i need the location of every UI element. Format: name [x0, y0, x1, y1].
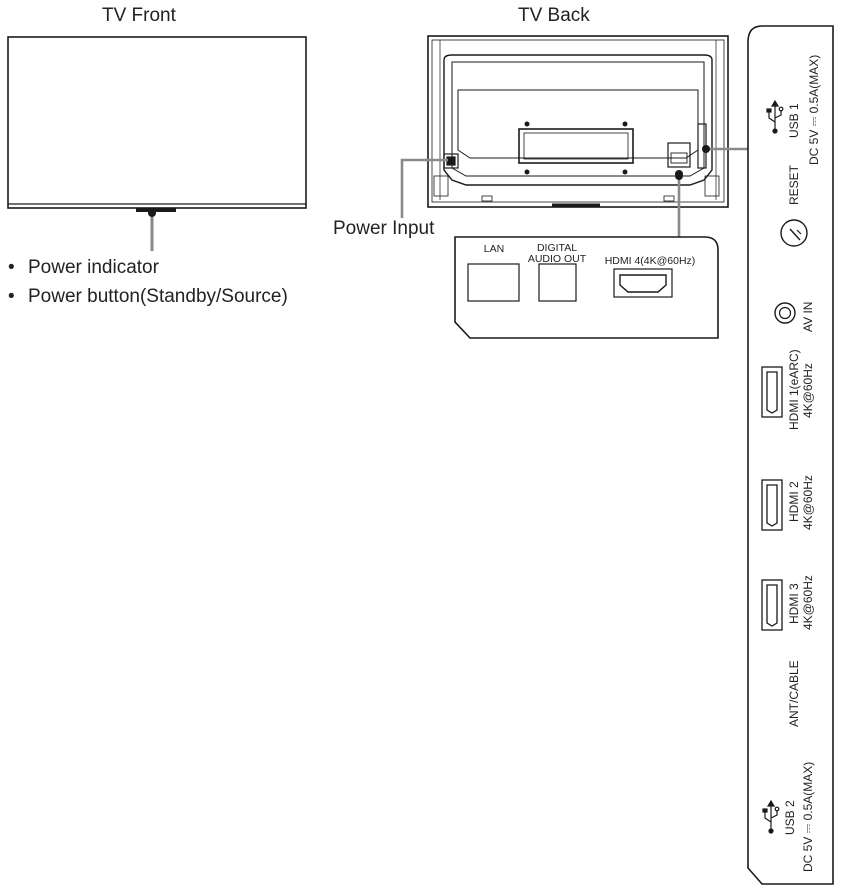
- hdmi2-label: HDMI 2: [787, 481, 801, 522]
- usb1-rating: DC 5V ⎓ 0.5A(MAX): [807, 55, 821, 165]
- tv-front-drawing: [7, 36, 307, 251]
- power-input-callout: [400, 158, 448, 218]
- wall-mount-block: [518, 128, 634, 164]
- side-port-panel: USB 1 DC 5V ⎓ 0.5A(MAX) RESET AV IN HDMI…: [747, 25, 834, 885]
- hdmi1-label: HDMI 1(eARC): [787, 349, 801, 430]
- hdmi2-spec: 4K@60Hz: [801, 475, 815, 530]
- tv-front-title: TV Front: [102, 5, 176, 26]
- hdmi2-port: [761, 479, 783, 531]
- rear-port-cluster: [667, 142, 691, 168]
- hdmi4-label: HDMI 4(4K@60Hz): [605, 255, 696, 267]
- rear-ports-inset: LAN DIGITAL AUDIO OUT HDMI 4(4K@60Hz): [454, 236, 719, 339]
- power-button-label: Power button(Standby/Source): [8, 282, 288, 311]
- hdmi3-spec: 4K@60Hz: [801, 575, 815, 630]
- digital-audio-out-port: [538, 263, 577, 302]
- lan-label: LAN: [484, 243, 504, 255]
- hdmi1-port: [761, 366, 783, 418]
- front-control-bar: [136, 208, 176, 212]
- hdmi4-port: [619, 274, 667, 293]
- lan-port: [467, 263, 520, 302]
- usb2-label: USB 2: [783, 800, 797, 835]
- hdmi3-port: [761, 579, 783, 631]
- tv-back-frame: [427, 35, 729, 208]
- reset-label: RESET: [787, 164, 801, 205]
- usb2-rating: DC 5V ⎓ 0.5A(MAX): [801, 762, 815, 872]
- mount-holes: [524, 121, 628, 175]
- av-in-label: AV IN: [801, 302, 815, 332]
- power-indicator-dot: [148, 209, 156, 217]
- usb1-label: USB 1: [787, 103, 801, 138]
- usb2-icon: [762, 799, 780, 834]
- hdmi1-spec: 4K@60Hz: [801, 363, 815, 418]
- tv-back-drawing: [427, 35, 729, 208]
- digital-audio-label-2: AUDIO OUT: [528, 253, 587, 265]
- reset-icon: [780, 219, 808, 247]
- usb1-icon: [766, 99, 784, 134]
- power-indicator-label: Power indicator: [8, 253, 288, 282]
- power-input-label: Power Input: [333, 218, 435, 239]
- digital-audio-label-1: DIGITAL: [537, 242, 577, 254]
- av-in-jack: [774, 302, 796, 324]
- front-feature-list: Power indicator Power button(Standby/Sou…: [8, 253, 288, 311]
- ant-cable-label: ANT/CABLE: [787, 660, 801, 727]
- back-housing: [443, 54, 713, 186]
- hdmi3-label: HDMI 3: [787, 583, 801, 624]
- tv-front-screen: [7, 36, 307, 209]
- tv-back-title: TV Back: [518, 5, 590, 26]
